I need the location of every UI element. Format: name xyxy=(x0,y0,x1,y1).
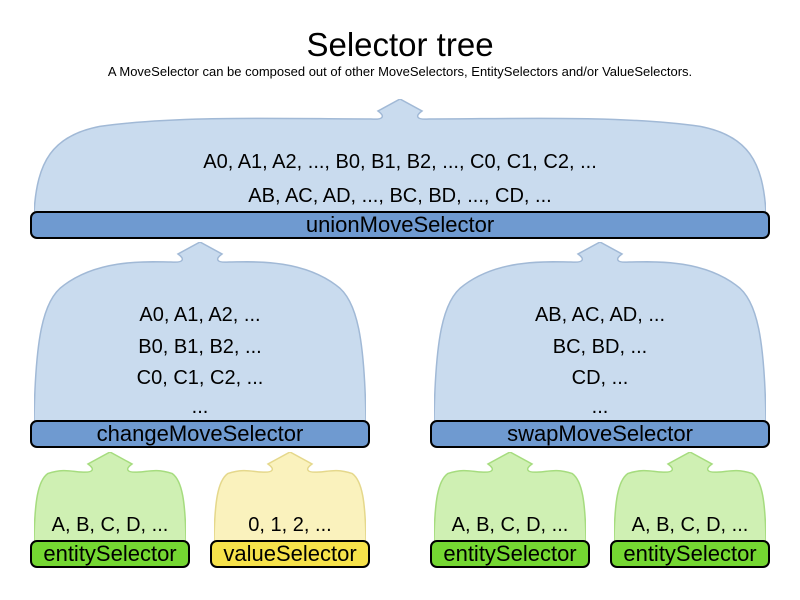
entity-selector-bar: entitySelector xyxy=(30,540,190,568)
diagram-subtitle: A MoveSelector can be composed out of ot… xyxy=(107,64,693,79)
selection-items-line: A, B, C, D, ... xyxy=(451,514,569,536)
selector-label: swapMoveSelector xyxy=(507,421,693,446)
up-arrow-dome-icon xyxy=(434,452,586,542)
diagram-title: Selector tree xyxy=(306,26,494,63)
up-arrow-dome-icon xyxy=(434,242,766,422)
swap-move-selector-bar: swapMoveSelector xyxy=(430,420,770,448)
selector-label: valueSelector xyxy=(223,541,357,566)
selection-items-line: AB, AC, AD, ... xyxy=(534,304,666,326)
selector-label: unionMoveSelector xyxy=(305,212,495,237)
selector-label: changeMoveSelector xyxy=(96,421,304,446)
selector-label: entitySelector xyxy=(43,541,177,566)
selection-items-line: ... xyxy=(591,396,609,418)
up-arrow-dome-icon xyxy=(34,452,186,542)
entity-selector-group-2: A, B, C, D, ... entitySelector xyxy=(430,452,590,569)
selector-label: entitySelector xyxy=(623,541,757,566)
selection-items-line: ... xyxy=(191,396,209,418)
value-selector-group: 0, 1, 2, ... valueSelector xyxy=(210,452,370,569)
selection-items-line: A0, A1, A2, ... xyxy=(139,304,261,326)
entity-selector-bar: entitySelector xyxy=(430,540,590,568)
up-arrow-dome-icon xyxy=(34,242,366,422)
selection-items-line: B0, B1, B2, ... xyxy=(138,336,262,358)
entity-selector-group-3: A, B, C, D, ... entitySelector xyxy=(610,452,770,569)
up-arrow-dome-icon xyxy=(214,452,366,542)
selection-items-line: CD, ... xyxy=(571,367,629,389)
entity-selector-bar: entitySelector xyxy=(610,540,770,568)
selection-items-line: 0, 1, 2, ... xyxy=(248,514,332,536)
entity-selector-group-1: A, B, C, D, ... entitySelector xyxy=(30,452,190,569)
up-arrow-dome-icon xyxy=(34,99,766,213)
selection-items-line: A, B, C, D, ... xyxy=(631,514,749,536)
swap-move-selector-group: AB, AC, AD, ... BC, BD, ... CD, ... ... … xyxy=(430,242,770,448)
change-move-selector-group: A0, A1, A2, ... B0, B1, B2, ... C0, C1, … xyxy=(30,242,370,448)
up-arrow-dome-icon xyxy=(614,452,766,542)
value-selector-bar: valueSelector xyxy=(210,540,370,568)
union-move-selector-group: A0, A1, A2, ..., B0, B1, B2, ..., C0, C1… xyxy=(30,99,770,239)
selector-label: entitySelector xyxy=(443,541,577,566)
union-move-selector-bar: unionMoveSelector xyxy=(30,211,770,239)
selection-items-line: C0, C1, C2, ... xyxy=(136,367,264,389)
selection-items-line: BC, BD, ... xyxy=(552,336,648,358)
change-move-selector-bar: changeMoveSelector xyxy=(30,420,370,448)
selection-items-line: A, B, C, D, ... xyxy=(51,514,169,536)
selection-items-line: A0, A1, A2, ..., B0, B1, B2, ..., C0, C1… xyxy=(203,151,597,173)
selection-items-line: AB, AC, AD, ..., BC, BD, ..., CD, ... xyxy=(248,185,552,207)
